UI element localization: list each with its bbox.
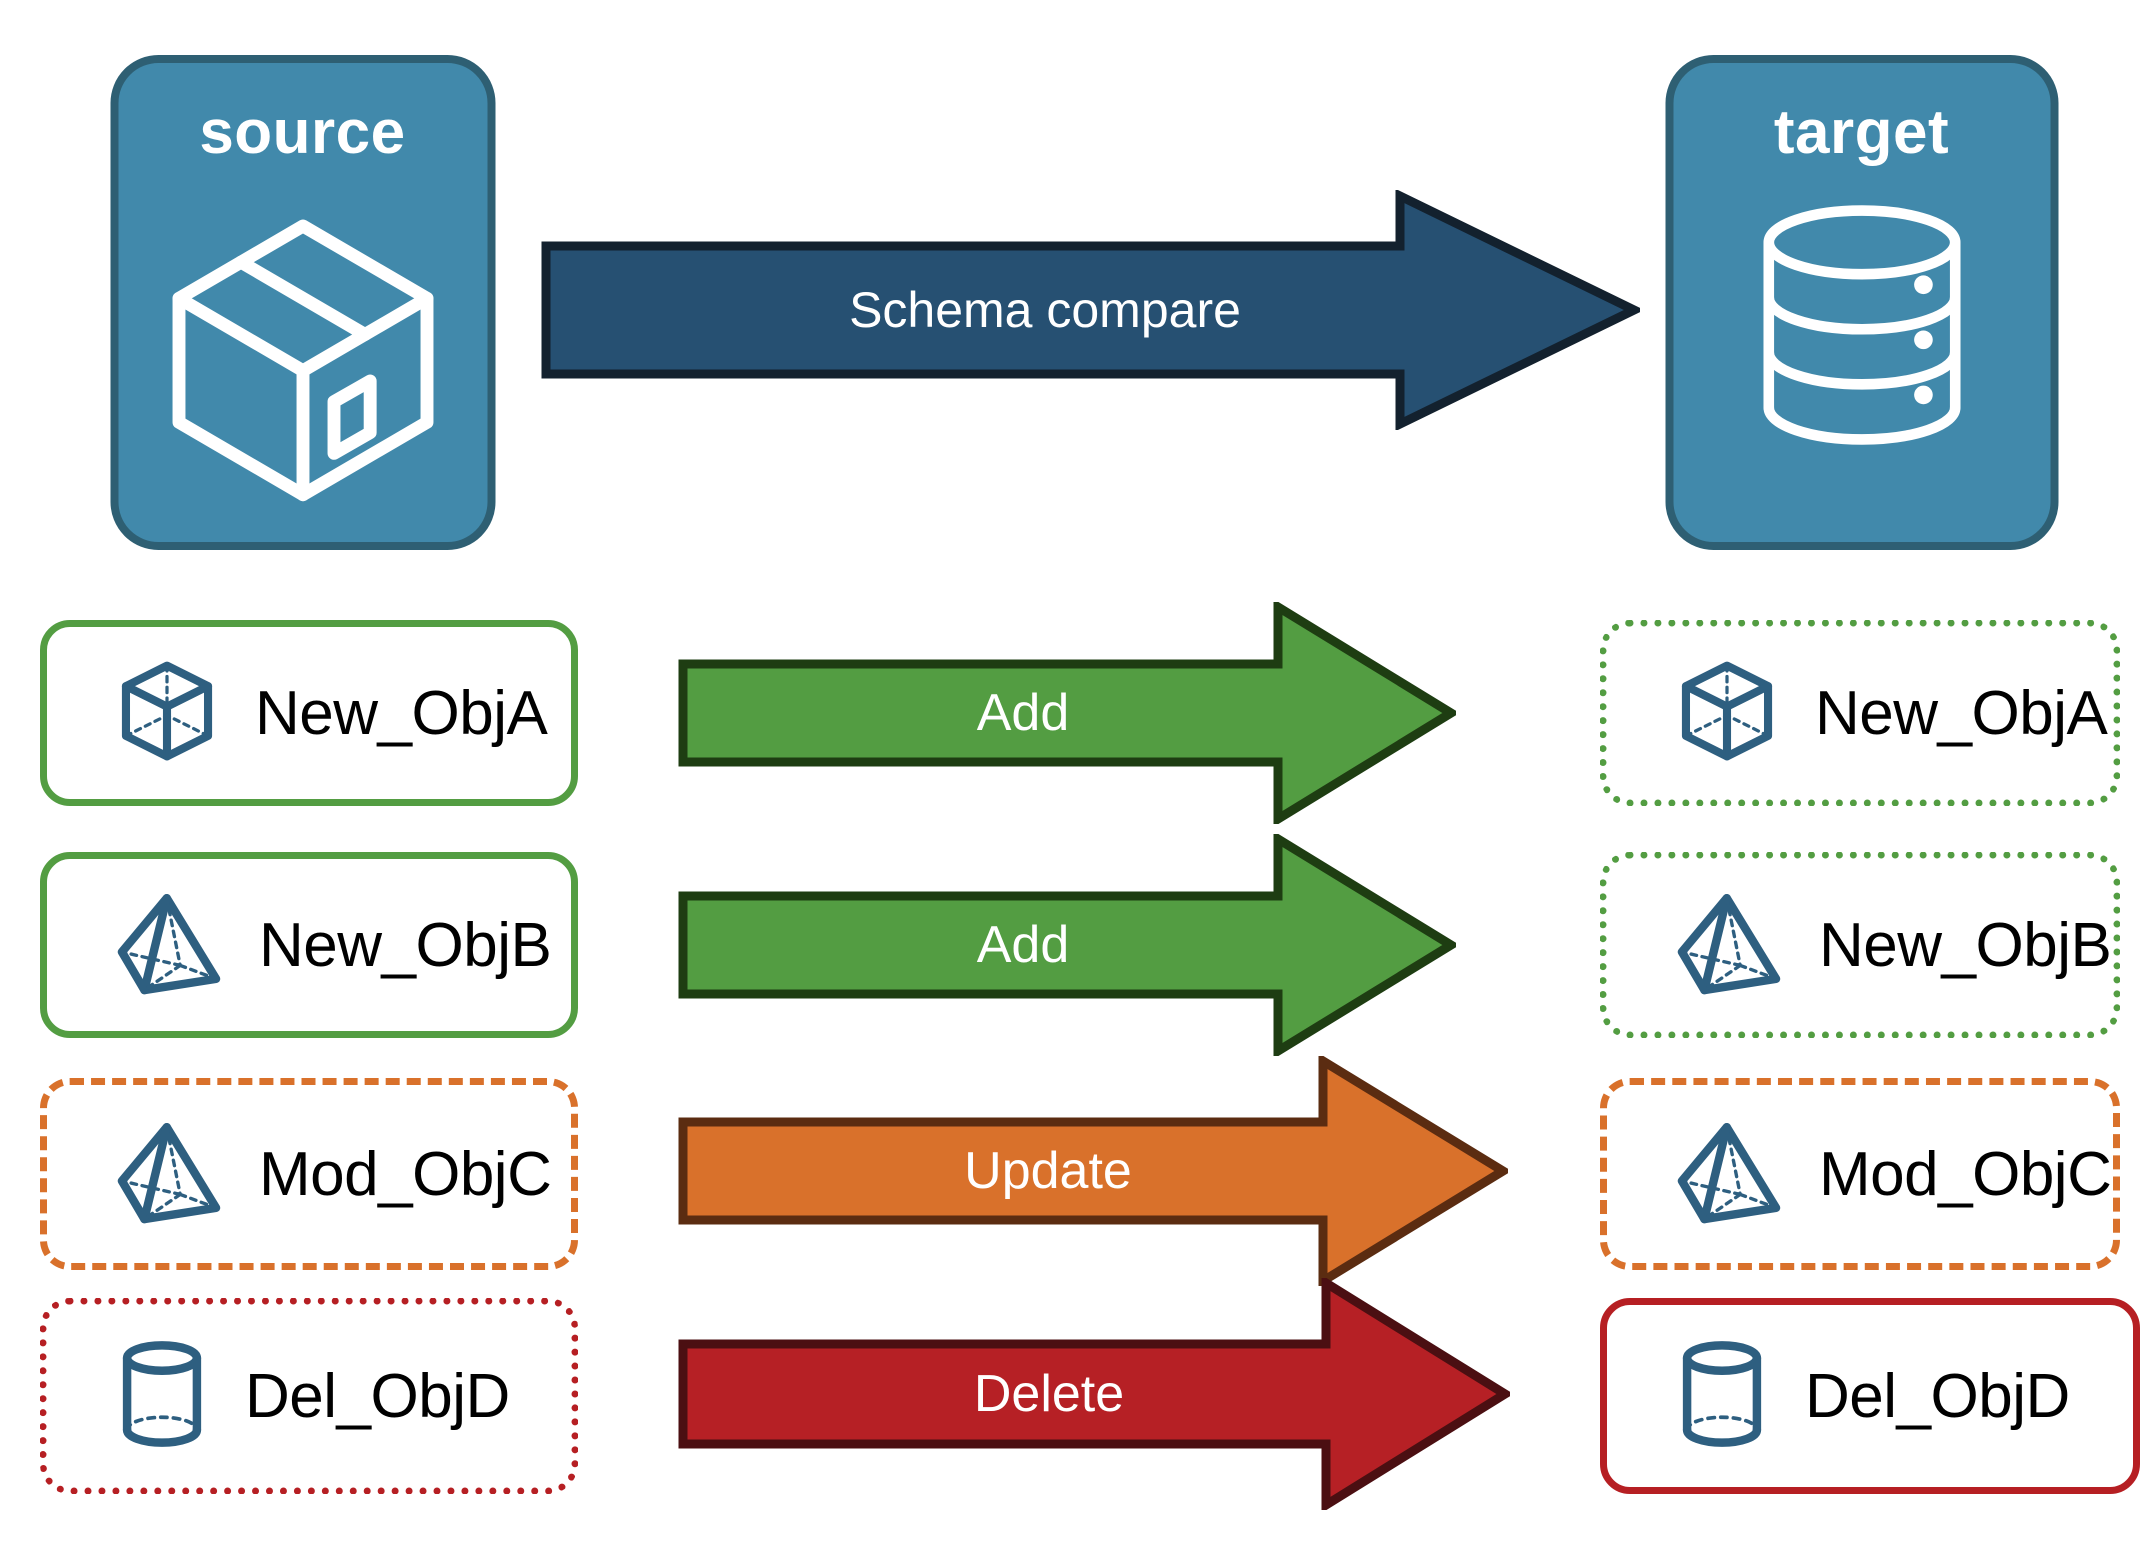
action-arrow-delete[interactable] [678, 1278, 1510, 1510]
action-label-add: Add [976, 916, 1070, 974]
source-panel-label: source [199, 98, 406, 167]
wireframe-cylinder-icon [1673, 1339, 1771, 1454]
database-cylinder-icon [1762, 205, 1961, 445]
wireframe-cube-icon [1673, 657, 1781, 770]
source-object-item[interactable]: New_ObjB [40, 852, 578, 1038]
compare-row: Mod_ObjC Update [0, 1056, 2150, 1286]
source-object-item[interactable]: Mod_ObjC [40, 1078, 578, 1270]
target-object-label: New_ObjB [1819, 910, 2112, 980]
wireframe-pyramid-icon [113, 1116, 225, 1233]
target-endpoint-panel: target [1665, 55, 2058, 550]
schema-compare-label: Schema compare [849, 282, 1241, 338]
schema-compare-arrow [541, 190, 1640, 430]
wireframe-pyramid-icon [1673, 887, 1785, 1004]
wireframe-pyramid-icon [113, 887, 225, 1004]
target-object-item[interactable]: New_ObjA [1600, 620, 2120, 806]
action-arrow-add[interactable] [678, 602, 1456, 824]
source-endpoint-panel: source [110, 55, 495, 550]
source-object-item[interactable]: New_ObjA [40, 620, 578, 806]
compare-row: Del_ObjD Delete Del_ObjD [0, 1278, 2150, 1510]
target-object-item[interactable]: Del_ObjD [1600, 1298, 2140, 1494]
target-panel-shape [1665, 55, 2058, 550]
target-object-label: Del_ObjD [1805, 1361, 2070, 1431]
wireframe-cube-icon [113, 657, 221, 770]
target-panel-label: target [1773, 98, 1950, 167]
action-label-add: Add [976, 684, 1070, 742]
source-object-label: Del_ObjD [245, 1361, 510, 1431]
source-object-label: New_ObjB [259, 910, 552, 980]
source-object-label: New_ObjA [255, 678, 548, 748]
target-object-label: New_ObjA [1815, 678, 2108, 748]
target-object-label: Mod_ObjC [1819, 1139, 2112, 1209]
source-object-label: Mod_ObjC [259, 1139, 552, 1209]
wireframe-pyramid-icon [1673, 1116, 1785, 1233]
action-arrow-add[interactable] [678, 834, 1456, 1056]
target-object-item[interactable]: Mod_ObjC [1600, 1078, 2120, 1270]
action-label-update: Update [964, 1142, 1132, 1200]
package-box-icon [172, 219, 433, 502]
compare-row: New_ObjA Add [0, 602, 2150, 824]
compare-row: New_ObjB Add [0, 834, 2150, 1056]
wireframe-cylinder-icon [113, 1339, 211, 1454]
target-object-item[interactable]: New_ObjB [1600, 852, 2120, 1038]
action-label-delete: Delete [973, 1365, 1125, 1423]
action-arrow-update[interactable] [678, 1056, 1508, 1286]
source-object-item[interactable]: Del_ObjD [40, 1298, 578, 1494]
